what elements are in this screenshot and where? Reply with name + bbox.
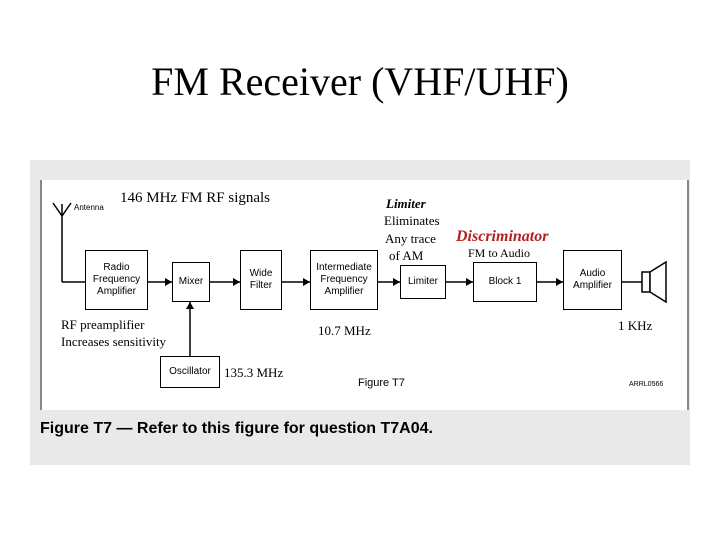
limiter-desc-line3: of AM bbox=[389, 248, 424, 263]
arrow-osc-to-mixer bbox=[186, 302, 194, 309]
arrow-to-limiter bbox=[393, 278, 400, 286]
limiter-title-annotation: Limiter bbox=[386, 196, 426, 211]
limiter-block: Limiter bbox=[400, 265, 446, 299]
arrow-to-filter bbox=[233, 278, 240, 286]
audio-amplifier-block: Audio Amplifier bbox=[563, 250, 622, 310]
mixer-block: Mixer bbox=[172, 262, 210, 302]
oscillator-block: Oscillator bbox=[160, 356, 220, 388]
rf-amplifier-block: Radio Frequency Amplifier bbox=[85, 250, 148, 310]
figure-label: Figure T7 bbox=[358, 377, 405, 389]
if-frequency-annotation: 10.7 MHz bbox=[318, 323, 371, 338]
block1-block: Block 1 bbox=[473, 262, 537, 302]
speaker-icon bbox=[641, 260, 667, 304]
rf-preamplifier-annotation: RF preamplifier bbox=[61, 317, 145, 332]
fm-to-audio-annotation: FM to Audio bbox=[468, 246, 531, 260]
limiter-desc-line2: Any trace bbox=[385, 231, 436, 246]
oscillator-frequency-annotation: 135.3 MHz bbox=[224, 365, 284, 380]
antenna-arm-right bbox=[61, 202, 72, 217]
figure-code: ARRL0566 bbox=[629, 381, 664, 388]
if-amplifier-block: Intermediate Frequency Amplifier bbox=[310, 250, 378, 310]
increases-sensitivity-annotation: Increases sensitivity bbox=[61, 334, 167, 349]
arrow-to-audio bbox=[556, 278, 563, 286]
figure-caption: Figure T7 — Refer to this figure for que… bbox=[40, 420, 433, 437]
rf-signals-annotation: 146 MHz FM RF signals bbox=[120, 190, 271, 206]
discriminator-annotation: Discriminator bbox=[456, 228, 549, 245]
antenna-label: Antenna bbox=[74, 203, 104, 212]
antenna-arm-left bbox=[52, 202, 63, 217]
arrow-to-block1 bbox=[466, 278, 473, 286]
arrow-to-mixer bbox=[165, 278, 172, 286]
arrow-to-if bbox=[303, 278, 310, 286]
audio-frequency-annotation: 1 KHz bbox=[618, 318, 653, 333]
slide-title: FM Receiver (VHF/UHF) bbox=[151, 59, 569, 104]
wide-filter-block: Wide Filter bbox=[240, 250, 282, 310]
limiter-desc-line1: Eliminates bbox=[384, 213, 440, 228]
